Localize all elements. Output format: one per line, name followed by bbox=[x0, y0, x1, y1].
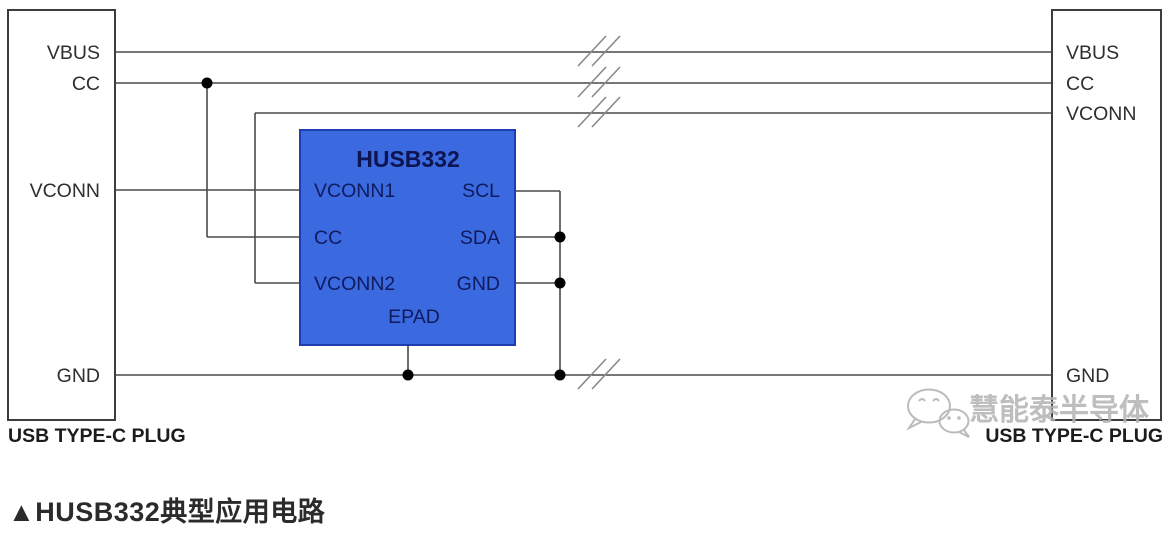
right-plug-pin-cc: CC bbox=[1066, 73, 1094, 95]
left-plug-pin-vbus: VBUS bbox=[47, 42, 100, 64]
junction-epad-gnd bbox=[402, 369, 414, 381]
chip-pin-vconn2: VCONN2 bbox=[314, 273, 395, 295]
junction-gnd-pin bbox=[554, 277, 566, 289]
break-symbol-cc bbox=[577, 66, 621, 98]
chip-pin-gnd: GND bbox=[457, 273, 500, 295]
chip-pad-epad: EPAD bbox=[388, 306, 440, 328]
junction-sda bbox=[554, 231, 566, 243]
right-plug-pin-gnd: GND bbox=[1066, 365, 1109, 387]
break-symbol-vconn bbox=[577, 96, 621, 128]
chip-pin-vconn1: VCONN1 bbox=[314, 180, 395, 202]
wechat-icon bbox=[906, 388, 970, 438]
junction-i2c-gnd bbox=[554, 369, 566, 381]
left-plug-pin-gnd: GND bbox=[57, 365, 100, 387]
chip-pin-cc: CC bbox=[314, 227, 342, 249]
left-plug-title: USB TYPE-C PLUG bbox=[8, 425, 186, 447]
break-symbol-gnd bbox=[577, 358, 621, 390]
right-plug-title: USB TYPE-C PLUG bbox=[985, 425, 1163, 447]
chip-title: HUSB332 bbox=[356, 146, 460, 172]
chip-pin-sda: SDA bbox=[460, 227, 500, 249]
left-plug-pin-cc: CC bbox=[72, 73, 100, 95]
left-plug-box bbox=[7, 9, 116, 421]
junction-cc-branch bbox=[201, 77, 213, 89]
chip-pin-scl: SCL bbox=[462, 180, 500, 202]
figure-caption: ▲HUSB332典型应用电路 bbox=[8, 497, 326, 527]
watermark-text: 慧能泰半导体 bbox=[969, 394, 1150, 427]
right-plug-box bbox=[1051, 9, 1162, 421]
right-plug-pin-vbus: VBUS bbox=[1066, 42, 1119, 64]
brand-watermark: 慧能泰半导体 bbox=[906, 388, 1150, 438]
chip-body bbox=[299, 129, 516, 346]
right-plug-pin-vconn: VCONN bbox=[1066, 103, 1136, 125]
break-symbol-vbus bbox=[577, 35, 621, 67]
left-plug-pin-vconn: VCONN bbox=[30, 180, 100, 202]
